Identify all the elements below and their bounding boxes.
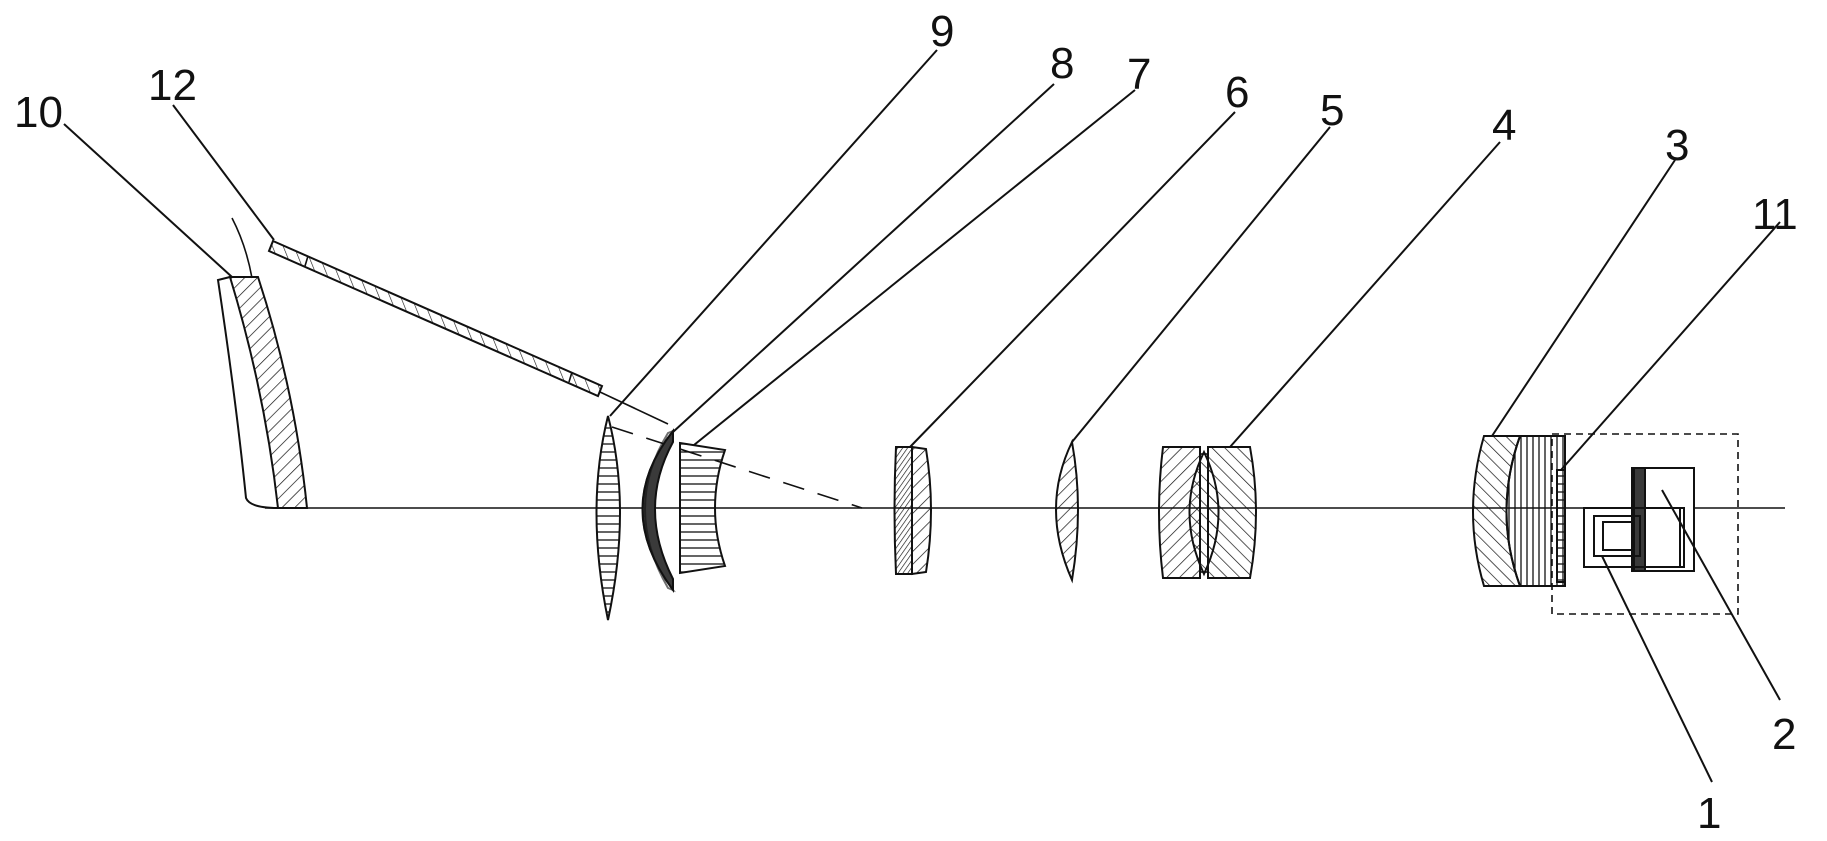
dashed-ray bbox=[611, 426, 863, 509]
label-12: 12 bbox=[148, 61, 197, 110]
label-11: 11 bbox=[1752, 190, 1798, 239]
element-11 bbox=[1556, 469, 1566, 583]
leader-lines bbox=[63, 49, 1781, 783]
module-box bbox=[1551, 433, 1739, 615]
element-4 bbox=[1158, 446, 1257, 579]
label-8: 8 bbox=[1050, 39, 1074, 88]
reflected-ray bbox=[599, 391, 669, 425]
label-3: 3 bbox=[1665, 121, 1689, 170]
label-2: 2 bbox=[1772, 710, 1796, 759]
label-7: 7 bbox=[1127, 50, 1151, 99]
label-1: 1 bbox=[1697, 789, 1721, 838]
label-9: 9 bbox=[930, 7, 954, 56]
label-5: 5 bbox=[1320, 86, 1344, 135]
element-3 bbox=[1472, 435, 1566, 587]
element-1 bbox=[1583, 507, 1685, 568]
element-12 bbox=[267, 239, 604, 398]
element-7 bbox=[679, 441, 727, 575]
element-6 bbox=[893, 445, 932, 576]
element-9 bbox=[595, 415, 621, 621]
element-5 bbox=[1055, 438, 1079, 584]
label-6: 6 bbox=[1225, 68, 1249, 117]
element-10 bbox=[216, 217, 309, 509]
labels: 10 12 9 8 7 6 5 4 3 11 2 1 bbox=[14, 7, 1798, 838]
label-4: 4 bbox=[1492, 101, 1516, 150]
label-10: 10 bbox=[14, 88, 63, 137]
